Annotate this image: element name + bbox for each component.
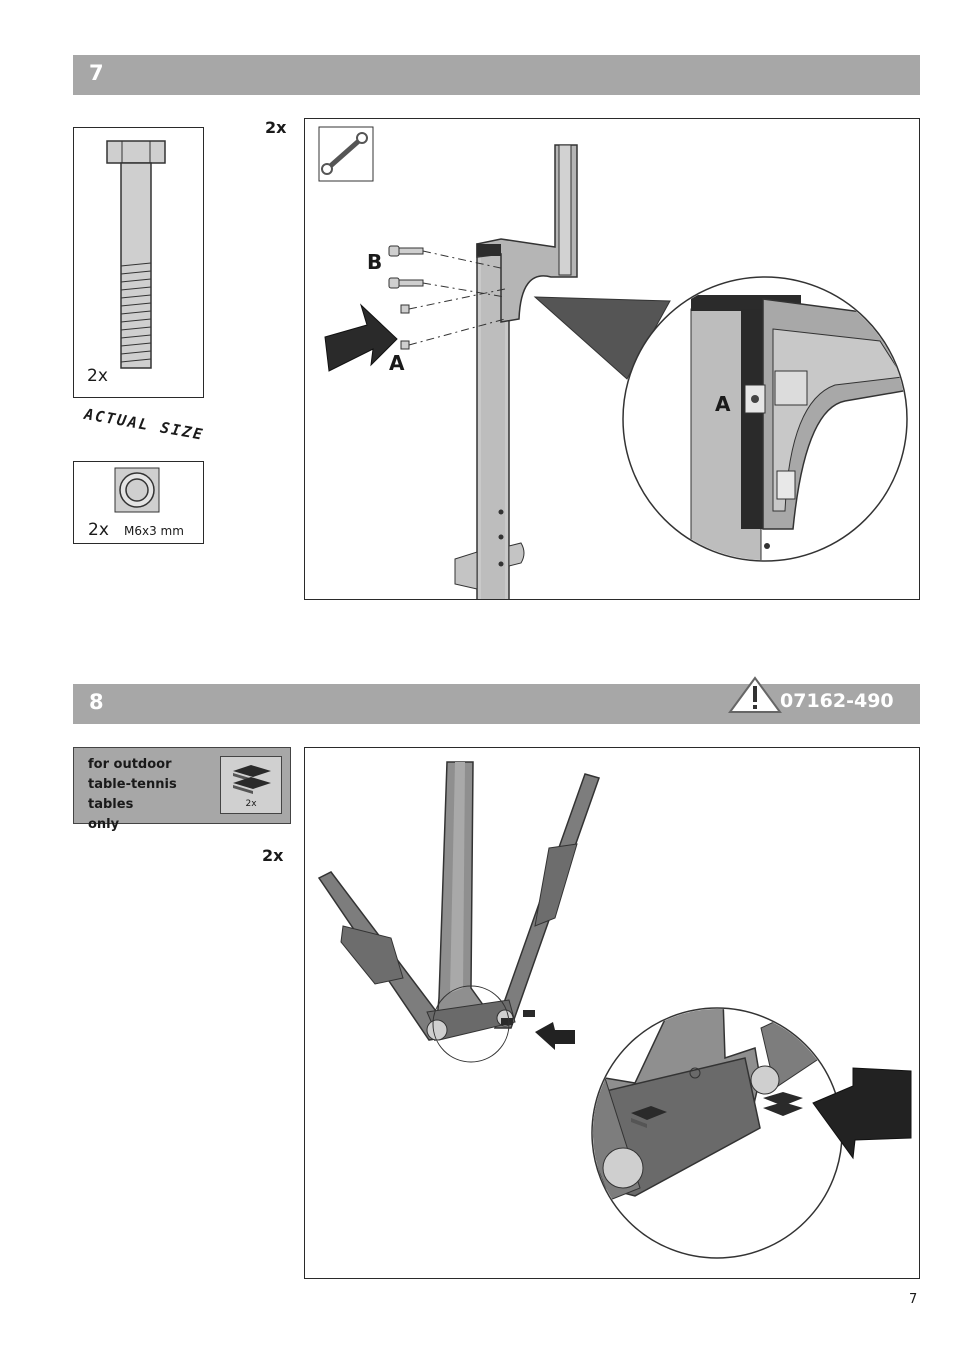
rubber-pad-icon: 2x [220, 756, 282, 814]
outdoor-note-box: for outdoor table-tennis tables only 2x [73, 747, 291, 832]
page-number: 7 [909, 1292, 918, 1307]
warning-code: 07162-490 [780, 690, 894, 712]
folding-leg-assembly-drawing [317, 761, 912, 1259]
leg-bracket-assembly-drawing: B A A [318, 126, 908, 599]
note-line-3: only [88, 817, 120, 832]
step-7-illustration: B A A [304, 118, 920, 600]
pad-quantity: 2x [245, 799, 257, 809]
actual-size-label: ACTUAL SIZE [82, 405, 206, 444]
step-7-number: 7 [89, 61, 104, 85]
bolt-part-box: 2x [73, 127, 204, 398]
bolt-drawing [106, 140, 166, 369]
label-b: B [367, 250, 382, 274]
bolt-quantity: 2x [87, 366, 108, 386]
outdoor-note-text: for outdoor table-tennis tables only [88, 755, 213, 835]
step-7-assembly-quantity: 2x [265, 118, 287, 137]
note-line-1: for outdoor [88, 757, 172, 772]
label-a: A [389, 351, 405, 375]
washer-quantity: 2x [88, 520, 109, 540]
step-8-number: 8 [89, 690, 104, 714]
note-line-2: table-tennis tables [88, 777, 177, 812]
step-8-assembly-quantity: 2x [262, 846, 284, 865]
step-8-illustration [304, 747, 920, 1279]
detail-label-a: A [715, 392, 731, 416]
washer-part-box: 2x M6x3 mm [73, 461, 204, 544]
washer-icon [114, 467, 160, 513]
wrench-icon [321, 132, 368, 175]
washer-spec: M6x3 mm [124, 524, 184, 538]
step-7-header: 7 [73, 55, 920, 95]
